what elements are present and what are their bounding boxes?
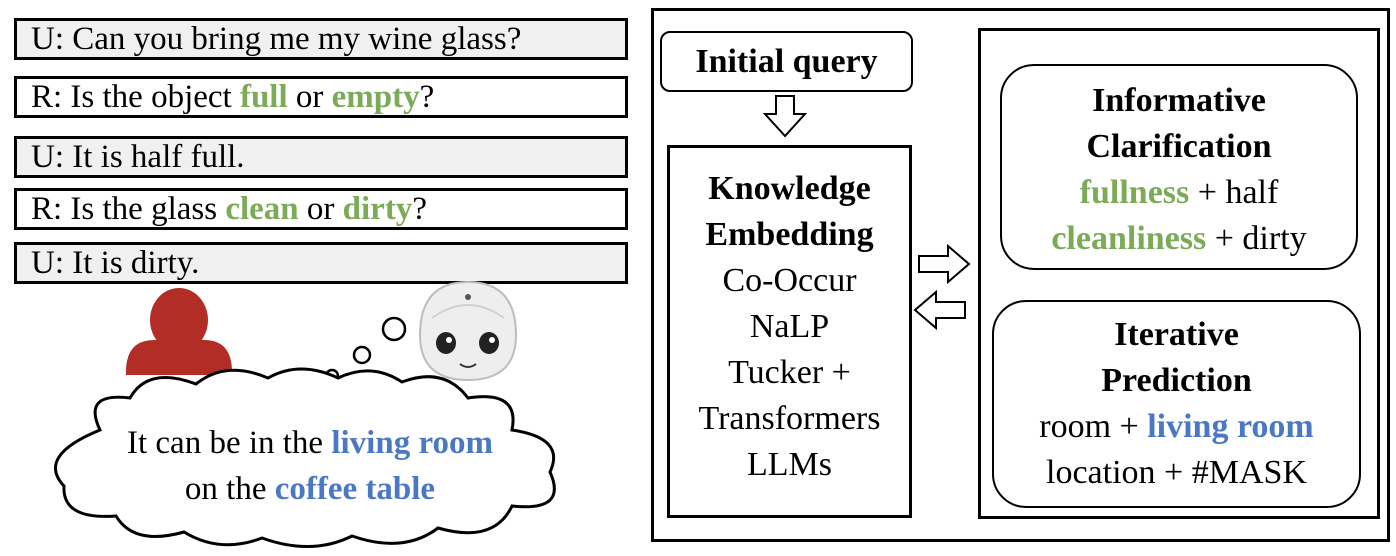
attribute-value: + half — [1189, 174, 1279, 211]
dialog-user-line-1: U: Can you bring me my wine glass? — [14, 18, 628, 60]
attribute-value-dirty: dirty — [342, 191, 413, 227]
dialog-text: R: Is the object — [31, 79, 240, 115]
attribute-fullness: fullness — [1079, 174, 1190, 211]
room-label: room + — [1039, 408, 1148, 445]
thought-line-1: It can be in the living room — [40, 420, 580, 466]
illustration — [53, 280, 556, 548]
cleanliness-row: cleanliness + dirty — [1002, 216, 1356, 262]
location-coffee-table: coffee table — [274, 471, 436, 507]
location-mask-row: location + #MASK — [1046, 454, 1307, 491]
arrow-down-icon — [762, 95, 808, 138]
initial-query-box: Initial query — [660, 31, 913, 92]
iterative-title: Iterative — [1114, 316, 1239, 353]
attribute-value: + dirty — [1206, 220, 1307, 257]
dialog-text: U: It is dirty. — [31, 245, 200, 281]
pipeline-panel — [651, 8, 1390, 542]
robot-head-icon — [418, 280, 518, 382]
attribute-value-clean: clean — [225, 191, 299, 227]
initial-query-label: Initial query — [695, 43, 878, 80]
user-icon — [126, 288, 232, 375]
informative-clarification-box: Informative Clarification fullness + hal… — [1000, 64, 1358, 270]
dialog-text: ? — [419, 79, 435, 115]
dialog-text: R: Is the glass — [31, 191, 226, 227]
dialog-text: or — [298, 191, 343, 227]
room-row: room + living room — [994, 404, 1359, 450]
dialog-user-line-2: U: It is half full. — [14, 136, 628, 178]
knowledge-embedding-box: Knowledge Embedding Co-Occur NaLP Tucker… — [667, 145, 912, 518]
attribute-value-full: full — [239, 79, 288, 115]
dialog-text: U: It is half full. — [31, 139, 245, 175]
thought-text: on the — [184, 471, 275, 507]
clarification-title: Clarification — [1086, 128, 1272, 165]
arrow-right-icon — [918, 244, 971, 284]
thought-line-2: on the coffee table — [40, 466, 580, 512]
clarification-prediction-container — [978, 28, 1380, 519]
attribute-value-empty: empty — [331, 79, 420, 115]
arrow-left-icon — [913, 290, 966, 330]
dialog-text: ? — [412, 191, 427, 227]
dialog-text: or — [287, 79, 332, 115]
informative-title: Informative — [1092, 82, 1266, 119]
dialog-robot-line-1: R: Is the object full or empty? — [14, 76, 628, 118]
predicted-living-room: living room — [1147, 408, 1314, 445]
method-co-occur: Co-Occur — [722, 262, 857, 299]
dialog-text: U: Can you bring me my wine glass? — [31, 21, 522, 57]
embedding-title: Embedding — [705, 216, 874, 253]
dialog-robot-line-2: R: Is the glass clean or dirty? — [14, 188, 628, 230]
iterative-prediction-box: Iterative Prediction room + living room … — [992, 300, 1361, 508]
method-tucker: Tucker + — [728, 354, 851, 391]
method-llms: LLMs — [747, 446, 832, 483]
prediction-title: Prediction — [1101, 362, 1252, 399]
location-living-room: living room — [331, 425, 493, 461]
method-transformers: Transformers — [698, 400, 881, 437]
fullness-row: fullness + half — [1002, 170, 1356, 216]
knowledge-title: Knowledge — [708, 170, 871, 207]
thought-text: It can be in the — [127, 425, 332, 461]
method-nalp: NaLP — [749, 308, 830, 345]
thought-cloud — [53, 367, 556, 548]
attribute-cleanliness: cleanliness — [1051, 220, 1207, 257]
thought-bubble-dots — [324, 316, 407, 384]
dialog-user-line-3: U: It is dirty. — [14, 242, 628, 284]
